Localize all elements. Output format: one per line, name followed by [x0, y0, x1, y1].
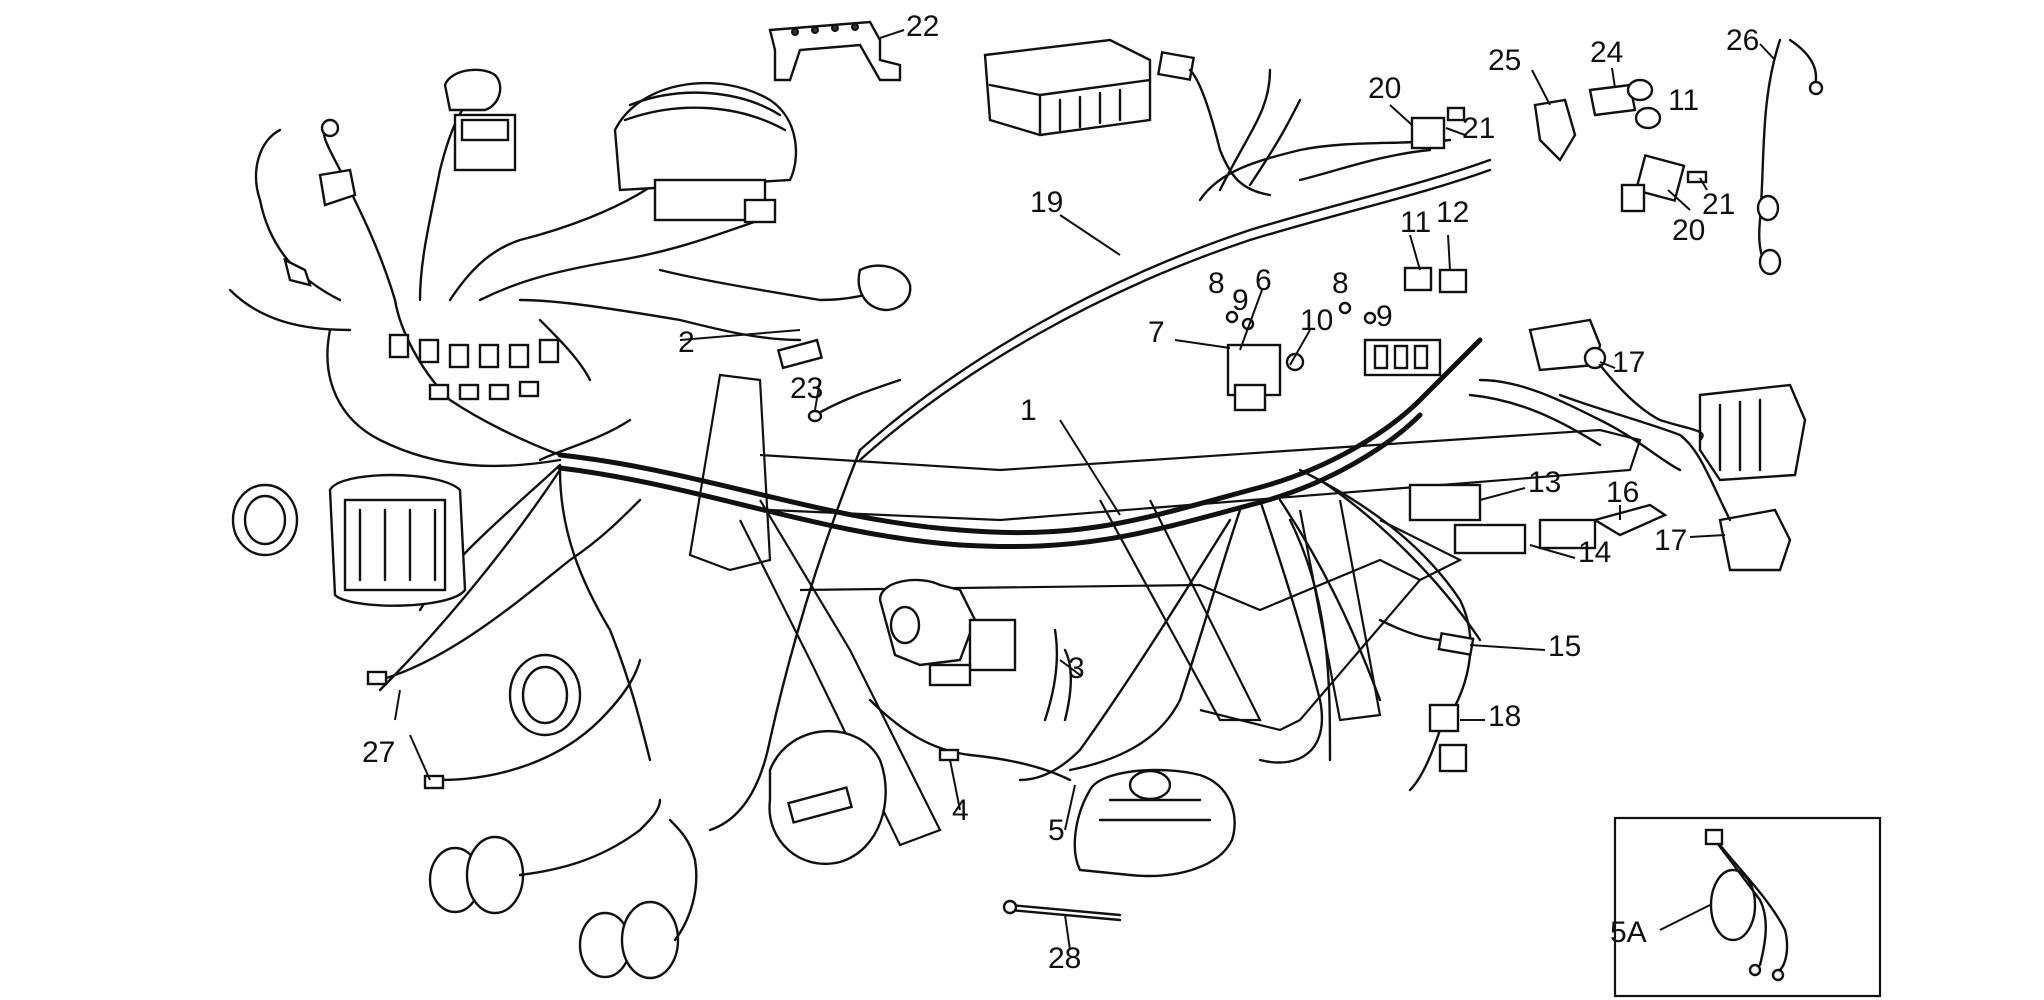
ignition-switch	[443, 68, 517, 172]
callout-3: 3	[1068, 652, 1085, 685]
connector-block-2	[388, 333, 824, 401]
callout-25: 25	[1488, 44, 1521, 77]
callout-10: 10	[1300, 304, 1333, 337]
callout-labels: 1 2 3 4 5 5A 6 7 8 8 9 9 10 11 11 12 13 …	[362, 10, 1759, 975]
fuse-box-9	[1338, 301, 1442, 377]
callout-4: 4	[952, 794, 969, 827]
callout-27: 27	[362, 736, 395, 769]
callout-13: 13	[1528, 466, 1561, 499]
bracket-22	[768, 20, 902, 82]
callout-11a: 11	[1400, 206, 1431, 239]
callout-23: 23	[790, 372, 823, 405]
relay-24	[1588, 78, 1654, 117]
starter-motor	[1073, 768, 1236, 878]
sensor-cable-23	[807, 378, 902, 423]
cable-27	[366, 498, 642, 790]
headlight	[328, 473, 467, 607]
cable-5	[968, 753, 1072, 782]
callout-11b: 11	[1668, 84, 1699, 117]
callout-26: 26	[1726, 24, 1759, 57]
callout-20a: 20	[1368, 72, 1401, 105]
horn	[508, 653, 582, 737]
cable-tie-28	[1002, 899, 1122, 922]
inset-5A	[1613, 816, 1882, 998]
callout-16: 16	[1606, 476, 1639, 509]
connector-15	[1378, 618, 1475, 657]
cable-26	[1756, 38, 1824, 276]
bracket-16	[1591, 503, 1668, 537]
component-14	[1538, 518, 1597, 550]
control-unit-connector	[1156, 50, 1272, 197]
component-18	[1428, 703, 1468, 773]
callout-18: 18	[1488, 700, 1521, 733]
alternator	[768, 729, 887, 865]
callout-6: 6	[1255, 264, 1272, 297]
tail-light-17-top	[1528, 318, 1607, 372]
turn-signal-rear-right	[578, 900, 680, 980]
callout-24: 24	[1590, 36, 1623, 69]
callout-14: 14	[1578, 536, 1611, 569]
relays-11-12	[1403, 266, 1468, 294]
right-handlebar-switch	[857, 264, 912, 312]
rectifier-unit	[1698, 383, 1807, 482]
main-wiring-harness	[557, 337, 1483, 792]
control-unit	[983, 38, 1152, 137]
callout-9a: 9	[1232, 284, 1249, 317]
turn-signal-front-left	[231, 483, 299, 557]
callout-8b: 8	[1332, 267, 1349, 300]
left-handlebar-switch	[283, 118, 357, 287]
callout-9b: 9	[1376, 300, 1393, 333]
turn-signal-rear-left	[428, 835, 525, 915]
rear-lamp-harness	[1468, 363, 1732, 522]
relay-bracket-25	[1533, 98, 1577, 162]
leader-lines	[394, 29, 1776, 951]
callout-21a: 21	[1462, 112, 1495, 145]
fuse-box-6	[1225, 310, 1305, 412]
callout-1: 1	[1020, 394, 1037, 427]
rear-signal-wires	[518, 798, 698, 942]
callout-15: 15	[1548, 630, 1581, 663]
left-front-harness	[228, 98, 902, 762]
starter-solenoid	[878, 578, 1017, 687]
callout-2: 2	[678, 326, 695, 359]
relay-20-top	[1410, 106, 1466, 150]
tail-light-17-bottom	[1718, 508, 1792, 572]
callout-20b: 20	[1672, 214, 1705, 247]
relay-11-top	[1634, 106, 1662, 130]
callout-7: 7	[1148, 316, 1165, 349]
regulator-13	[1408, 483, 1527, 555]
instrument-cluster	[613, 81, 798, 224]
callout-8a: 8	[1208, 267, 1225, 300]
callout-5A: 5A	[1610, 916, 1647, 949]
callout-21b: 21	[1702, 188, 1735, 221]
cable-4	[868, 698, 972, 762]
callout-17a: 17	[1612, 346, 1645, 379]
callout-5: 5	[1048, 814, 1065, 847]
callout-22: 22	[906, 10, 939, 43]
cable-3	[1043, 628, 1072, 722]
callout-12: 12	[1436, 196, 1469, 229]
callout-17b: 17	[1654, 524, 1687, 557]
callout-19: 19	[1030, 186, 1063, 219]
callout-28: 28	[1048, 942, 1081, 975]
relay-20-right	[1620, 153, 1708, 213]
